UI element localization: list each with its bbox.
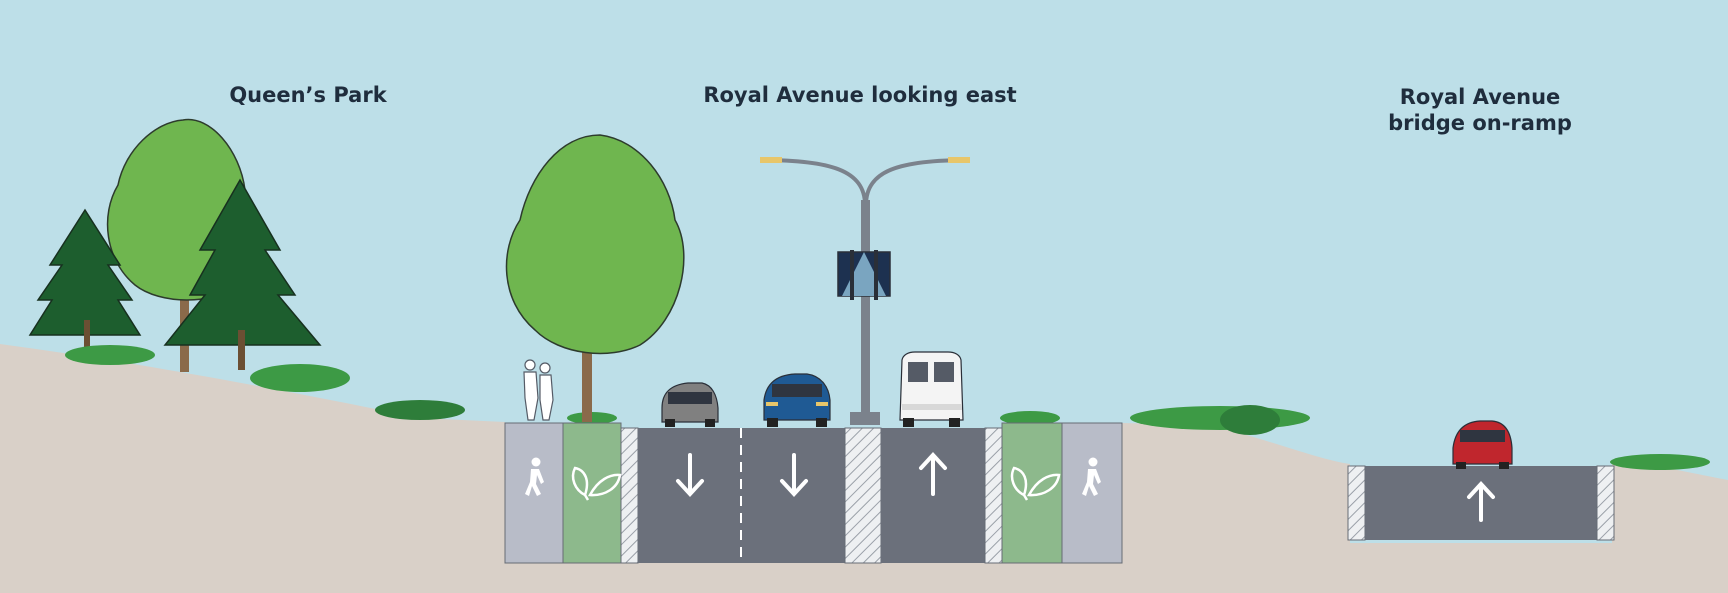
car-icon [1452,420,1513,469]
pedestrian-icon [1082,457,1101,496]
leaf-icon [1010,466,1061,501]
arrow-down-icon [780,453,808,497]
royal-avenue-section [504,422,1123,564]
arrow-down-icon [676,453,704,497]
bridge-label-line-1: Royal Avenue [1399,85,1561,109]
pedestrian-icon [525,457,544,496]
bridge-label-line-2: bridge on-ramp [1388,111,1572,135]
leaf-icon [571,466,622,501]
arrow-up-icon [919,452,947,496]
bridge-on-ramp-section [1347,465,1615,541]
ground [0,344,1728,593]
pedestrians-icon [523,359,554,421]
park-trees [28,118,322,372]
car-icon [763,373,831,427]
queens-park-label: Queen’s Park [229,83,387,107]
car-icon [661,382,719,427]
royal-avenue-label: Royal Avenue looking east [703,83,1017,107]
van-icon [899,351,964,427]
banner-icon [837,250,891,300]
street-light-icon [759,157,971,425]
boulevard-tree [505,134,685,422]
shrubs [65,345,1710,470]
arrow-up-icon [1467,481,1495,522]
bridge-on-ramp-label: Royal Avenue bridge on-ramp [1370,84,1590,136]
